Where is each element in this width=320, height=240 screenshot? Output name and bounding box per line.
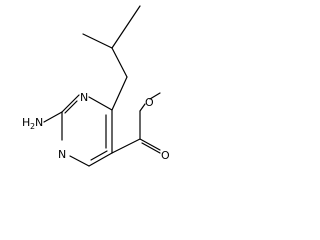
bond-carbonyl-double-1 xyxy=(139,138,161,151)
amine-h-count-label: 2 xyxy=(30,122,35,131)
bond-n1-c6 xyxy=(69,155,90,167)
bond-c5-carbonyl-c xyxy=(111,138,141,154)
bond-c6-c5-double xyxy=(90,150,108,161)
atom-o-methoxy-label: O xyxy=(145,96,154,109)
bond-methyl-right-to-ch xyxy=(111,5,141,49)
bond-n3-c2-double xyxy=(64,100,78,114)
bond-methyl-left-to-ch xyxy=(82,33,113,49)
atom-n1-label: N xyxy=(58,148,66,161)
bond-o-methyl xyxy=(149,92,161,100)
bond-c2-amine xyxy=(43,111,63,123)
bond-ch-to-ch2 xyxy=(111,47,128,78)
molecule-drawing: N N H 2 N O O xyxy=(22,5,170,167)
atom-n3-label: N xyxy=(80,91,88,104)
pyrimidine-ring xyxy=(61,94,113,167)
bond-carbonyl-double-2 xyxy=(141,142,161,154)
amine-h-label: H xyxy=(22,116,30,129)
methyl-ester-group xyxy=(111,92,161,154)
structure-diagram: N N H 2 N O O xyxy=(22,5,170,167)
atom-o-carbonyl-label: O xyxy=(161,149,170,162)
amine-n-label: N xyxy=(35,116,43,129)
bond-c6-c5 xyxy=(88,152,113,167)
isobutyl-group xyxy=(82,5,141,111)
bond-methoxy-c xyxy=(139,103,146,112)
bond-n3-c2 xyxy=(61,94,80,113)
bond-c4-n3 xyxy=(88,96,113,111)
bond-ch2-to-ring xyxy=(111,76,128,111)
amino-label: H 2 N xyxy=(22,116,43,131)
